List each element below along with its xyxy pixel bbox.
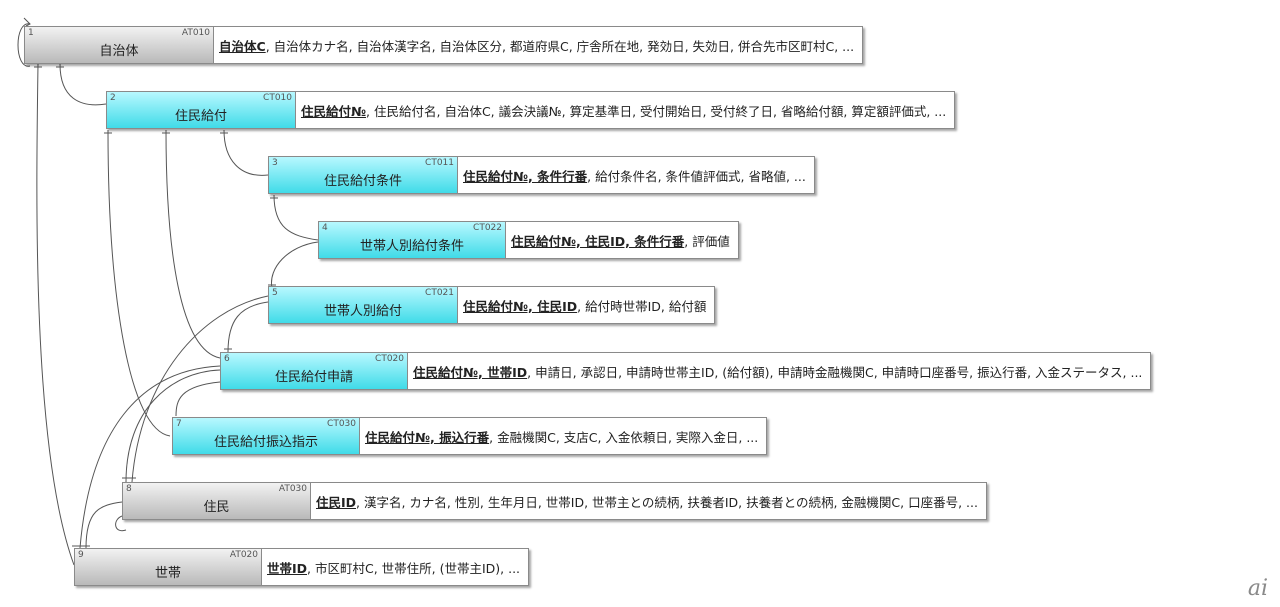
entity-header: 3 CT011 住民給付条件: [268, 156, 458, 194]
other-attributes: , 自治体カナ名, 自治体漢字名, 自治体区分, 都道府県C, 庁舎所在地, 発…: [265, 38, 855, 54]
entity-resident[interactable]: 8 AT030 住民 住民ID , 漢字名, カナ名, 性別, 生年月日, 世帯…: [122, 482, 987, 520]
entity-name: 住民給付条件: [323, 174, 402, 189]
rel-benefit-condition: [223, 129, 269, 176]
rel-municipality-benefit: [59, 63, 107, 106]
ai-logo: ai: [1247, 576, 1268, 601]
entity-number: 9: [78, 550, 84, 560]
rel-benefit-application: [165, 129, 221, 359]
entity-number: 7: [176, 419, 182, 429]
entity-person-benefit-condition[interactable]: 4 CT022 世帯人別給付条件 住民給付№, 住民ID, 条件行番 , 評価値: [318, 221, 739, 259]
entity-code: AT020: [229, 550, 258, 560]
other-attributes: , 漢字名, カナ名, 性別, 生年月日, 世帯ID, 世帯主との続柄, 扶養者…: [356, 494, 978, 510]
entity-name: 世帯人別給付条件: [359, 239, 464, 254]
entity-header: 6 CT020 住民給付申請: [220, 352, 408, 390]
entity-attributes: 住民給付№, 住民ID, 条件行番 , 評価値: [506, 221, 739, 259]
entity-number: 2: [110, 93, 116, 103]
entity-attributes: 住民給付№, 条件行番 , 給付条件名, 条件値評価式, 省略値, ...: [458, 156, 815, 194]
entity-benefit-application[interactable]: 6 CT020 住民給付申請 住民給付№, 世帯ID , 申請日, 承認日, 申…: [220, 352, 1152, 390]
entity-header: 7 CT030 住民給付振込指示: [172, 417, 360, 455]
rel-municipality-household: [36, 63, 75, 566]
entity-municipality[interactable]: 1 AT010 自治体 自治体C , 自治体カナ名, 自治体漢字名, 自治体区分…: [24, 26, 864, 64]
rel-self-resident: [115, 515, 127, 532]
other-attributes: , 金融機関C, 支店C, 入金依頼日, 実際入金日, ...: [489, 429, 759, 445]
entity-number: 5: [272, 288, 278, 298]
other-attributes: , 給付条件名, 条件値評価式, 省略値, ...: [587, 168, 806, 184]
primary-keys: 住民給付№, 振込行番: [365, 429, 490, 445]
entity-header: 8 AT030 住民: [122, 482, 311, 520]
rel-household-resident: [85, 501, 123, 549]
entity-name: 世帯人別給付: [323, 304, 402, 319]
entity-attributes: 住民給付№, 住民ID , 給付時世帯ID, 給付額: [458, 286, 716, 324]
primary-keys: 住民給付№, 世帯ID: [413, 364, 528, 380]
entity-header: 9 AT020 世帯: [74, 548, 262, 586]
rel-resident-application: [125, 369, 221, 483]
primary-keys: 住民ID: [316, 494, 357, 510]
rel-self-municipality: [17, 23, 31, 67]
entity-attributes: 住民給付№ , 住民給付名, 自治体C, 議会決議№, 算定基準日, 受付開始日…: [296, 91, 956, 129]
entity-name: 住民: [203, 500, 230, 515]
entity-code: CT011: [425, 158, 454, 168]
entity-header: 2 CT010 住民給付: [106, 91, 296, 129]
entity-name: 住民給付振込指示: [213, 435, 318, 450]
primary-keys: 住民給付№, 住民ID, 条件行番: [511, 233, 685, 249]
rel-personbenefit-personcondition: [271, 241, 319, 289]
entity-code: AT010: [181, 28, 210, 38]
entity-number: 8: [126, 484, 132, 494]
rel-resident-personbenefit: [131, 295, 269, 483]
other-attributes: , 住民給付名, 自治体C, 議会決議№, 算定基準日, 受付開始日, 受付終了…: [366, 103, 947, 119]
entity-code: CT021: [425, 288, 454, 298]
entity-code: AT030: [278, 484, 307, 494]
rel-application-transfer: [175, 381, 221, 417]
entity-header: 4 CT022 世帯人別給付条件: [318, 221, 506, 259]
rel-household-application: [79, 365, 221, 549]
rel-condition-personcondition: [273, 194, 319, 241]
entity-code: CT010: [263, 93, 292, 103]
entity-name: 住民給付: [174, 109, 227, 124]
entity-header: 1 AT010 自治体: [24, 26, 214, 64]
entity-attributes: 自治体C , 自治体カナ名, 自治体漢字名, 自治体区分, 都道府県C, 庁舎所…: [214, 26, 864, 64]
entity-number: 4: [322, 223, 328, 233]
primary-keys: 住民給付№, 条件行番: [463, 168, 588, 184]
primary-keys: 自治体C: [219, 38, 266, 54]
other-attributes: , 評価値: [684, 233, 730, 249]
entity-attributes: 住民給付№, 世帯ID , 申請日, 承認日, 申請時世帯主ID, (給付額),…: [408, 352, 1152, 390]
entity-resident-benefit[interactable]: 2 CT010 住民給付 住民給付№ , 住民給付名, 自治体C, 議会決議№,…: [106, 91, 956, 129]
primary-keys: 住民給付№: [301, 103, 367, 119]
other-attributes: , 市区町村C, 世帯住所, (世帯主ID), ...: [307, 560, 521, 576]
entity-transfer-instruction[interactable]: 7 CT030 住民給付振込指示 住民給付№, 振込行番 , 金融機関C, 支店…: [172, 417, 768, 455]
entity-number: 3: [272, 158, 278, 168]
entity-benefit-condition[interactable]: 3 CT011 住民給付条件 住民給付№, 条件行番 , 給付条件名, 条件値評…: [268, 156, 815, 194]
primary-keys: 世帯ID: [267, 560, 308, 576]
rel-application-personbenefit: [227, 301, 269, 353]
other-attributes: , 申請日, 承認日, 申請時世帯主ID, (給付額), 申請時金融機関C, 申…: [527, 364, 1143, 380]
entity-household[interactable]: 9 AT020 世帯 世帯ID , 市区町村C, 世帯住所, (世帯主ID), …: [74, 548, 530, 586]
entity-person-benefit[interactable]: 5 CT021 世帯人別給付 住民給付№, 住民ID , 給付時世帯ID, 給付…: [268, 286, 716, 324]
entity-code: CT020: [375, 354, 404, 364]
rel-benefit-transfer: [107, 129, 171, 437]
entity-attributes: 住民ID , 漢字名, カナ名, 性別, 生年月日, 世帯ID, 世帯主との続柄…: [311, 482, 987, 520]
entity-name: 自治体: [99, 44, 139, 59]
entity-attributes: 世帯ID , 市区町村C, 世帯住所, (世帯主ID), ...: [262, 548, 530, 586]
primary-keys: 住民給付№, 住民ID: [463, 298, 578, 314]
entity-name: 世帯: [154, 566, 181, 581]
entity-number: 1: [28, 28, 34, 38]
entity-code: CT030: [327, 419, 356, 429]
other-attributes: , 給付時世帯ID, 給付額: [577, 298, 707, 314]
entity-header: 5 CT021 世帯人別給付: [268, 286, 458, 324]
entity-number: 6: [224, 354, 230, 364]
entity-code: CT022: [473, 223, 502, 233]
entity-name: 住民給付申請: [274, 370, 353, 385]
entity-attributes: 住民給付№, 振込行番 , 金融機関C, 支店C, 入金依頼日, 実際入金日, …: [360, 417, 768, 455]
